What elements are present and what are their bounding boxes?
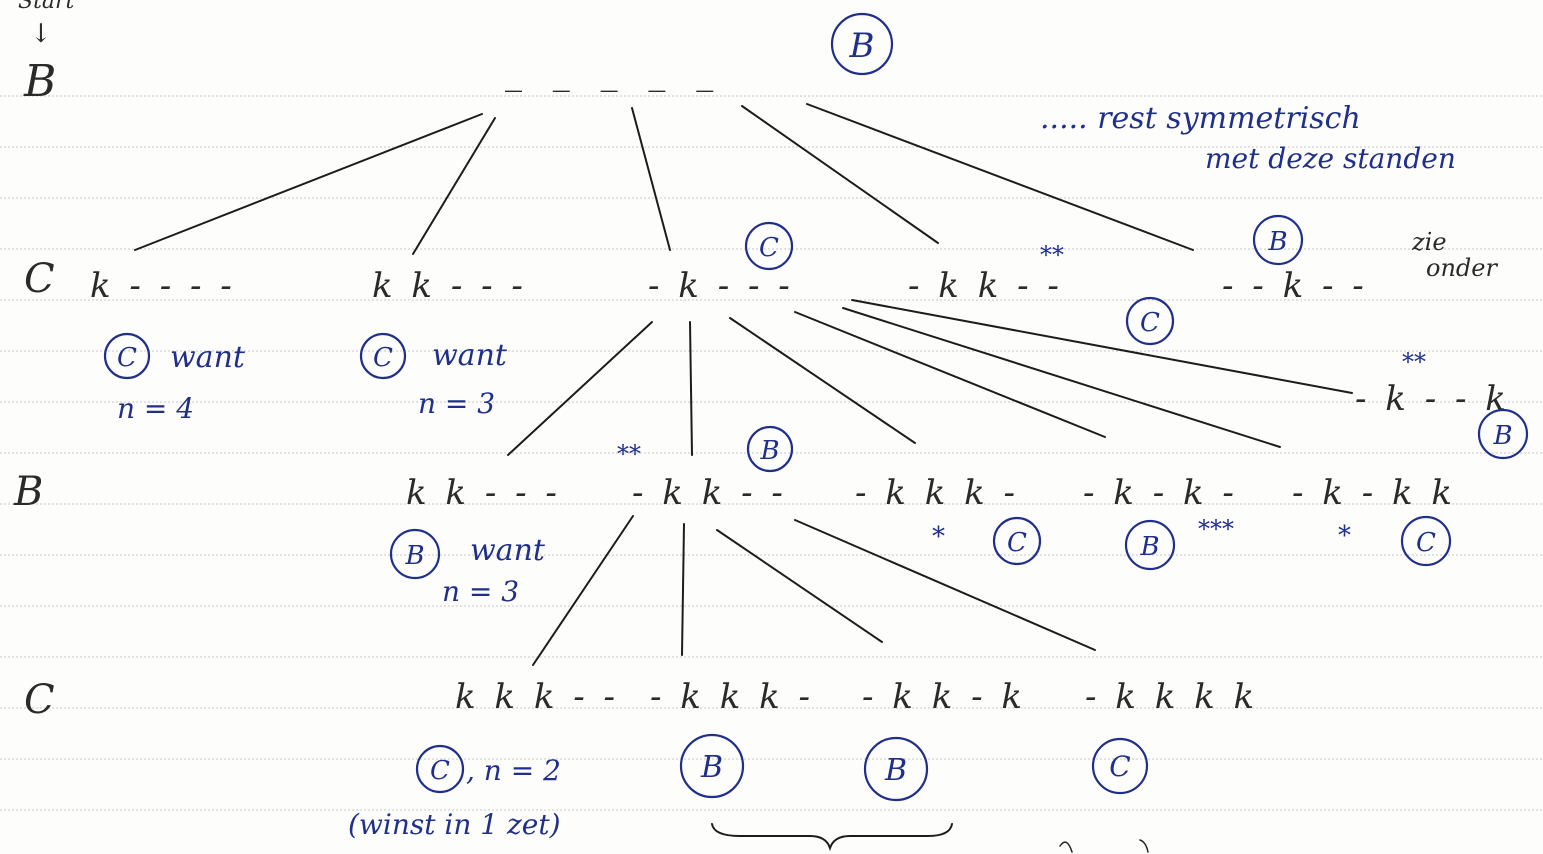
level1-node-1-state: k - - - - xyxy=(90,266,236,306)
level1-node-2-note1: want xyxy=(432,338,508,373)
level2-node-4-result: B xyxy=(1139,532,1159,562)
first-player-label: B xyxy=(23,56,56,107)
grouping-brace xyxy=(711,823,953,852)
cut-off-writing xyxy=(1059,839,1149,853)
level1-node-2-result: C xyxy=(373,343,393,373)
level2-node-6-result: B xyxy=(1492,421,1512,451)
level1-node-2-state: k k - - - xyxy=(372,266,527,306)
root-result: B xyxy=(849,26,875,66)
level3-node-3-result: B xyxy=(884,753,907,788)
level1-node-1-note2: n = 4 xyxy=(117,392,194,425)
level3-node-2-result: B xyxy=(700,750,723,785)
level2-node-2-state: - k k - - xyxy=(632,473,787,513)
level1-node-5-state: - - k - - xyxy=(1222,266,1368,306)
root-result-circle xyxy=(830,12,894,76)
level2-node-1-result-circle xyxy=(389,528,441,580)
level2-node-1-note1: want xyxy=(470,533,546,568)
level1-node-4-mark: ** xyxy=(1040,241,1064,269)
level3-node-4-state: - k k k k xyxy=(1085,677,1258,717)
level2-node-4-state: - k - k - xyxy=(1083,473,1238,513)
level2-node-1-state: k k - - - xyxy=(406,473,561,513)
level2-node-3-result-circle xyxy=(992,516,1042,566)
level3-node-1-result-circle xyxy=(415,744,465,794)
level2-node-2-result: B xyxy=(759,436,779,466)
ruled-lines xyxy=(0,95,1543,811)
level1-node-4-result-circle xyxy=(1125,296,1175,346)
level2-node-3-result: C xyxy=(1007,528,1027,558)
level2-node-2-mark: ** xyxy=(617,440,641,468)
level3-node-4-result-circle xyxy=(1091,737,1149,795)
edges-root xyxy=(134,103,1194,255)
see-below-note-1: zie xyxy=(1411,228,1447,256)
level-label-3: C xyxy=(24,677,55,723)
level1-node-3-result-circle xyxy=(744,221,794,271)
level1-node-2-result-circle xyxy=(359,332,407,380)
bottom-caption: (winst in 1 zet) xyxy=(348,808,561,841)
level2-node-4-result-circle xyxy=(1124,519,1176,571)
level1-node-1-note1: want xyxy=(170,340,246,375)
level1-node-2-note2: n = 3 xyxy=(418,387,495,420)
level2-node-1-result: B xyxy=(404,541,424,571)
level2-node-6-mark: ** xyxy=(1402,348,1426,376)
level1-node-3-state: - k - - - xyxy=(648,266,794,306)
root-state: _ _ _ _ _ xyxy=(505,53,723,93)
level2-node-6-result-circle xyxy=(1477,408,1529,460)
level3-node-3-result-circle xyxy=(863,736,929,802)
edges-level1-to-level2 xyxy=(507,299,1353,456)
level2-node-1-note2: n = 3 xyxy=(442,575,519,608)
level1-node-5-result: B xyxy=(1267,227,1287,257)
edges-level2-to-level3 xyxy=(532,515,1096,666)
symmetry-note-line2: met deze standen xyxy=(1205,142,1456,175)
start-arrow: ↓ xyxy=(30,19,52,49)
level3-node-2-result-circle xyxy=(679,733,745,799)
level3-node-3-state: - k k - k xyxy=(862,677,1026,717)
level1-node-4-state: - k k - - xyxy=(908,266,1063,306)
level1-node-4-result: C xyxy=(1140,308,1160,338)
level3-node-2-state: - k k k - xyxy=(650,677,814,717)
level2-node-3-state: - k k k - xyxy=(855,473,1019,513)
level2-node-5-state: - k - k k xyxy=(1292,473,1456,513)
level3-node-4-result: C xyxy=(1109,750,1130,783)
level2-node-3-mark: * xyxy=(932,522,945,552)
level1-node-1-result: C xyxy=(117,343,137,373)
level1-node-5-result-circle xyxy=(1252,214,1304,266)
symmetry-note-line1: ..... rest symmetrisch xyxy=(1040,101,1361,136)
level3-node-1-result: C xyxy=(430,756,450,786)
start-label: Start xyxy=(18,0,75,14)
see-below-note-2: onder xyxy=(1426,254,1498,282)
level2-node-5-result: C xyxy=(1416,528,1436,558)
level2-node-5-result-circle xyxy=(1400,515,1452,567)
level3-node-1-note1: , n = 2 xyxy=(466,754,561,787)
level3-node-1-state: k k k - - xyxy=(455,677,619,717)
level-label-1: C xyxy=(24,256,55,302)
level2-node-4-mark: *** xyxy=(1198,515,1234,543)
level2-node-5-mark: * xyxy=(1338,521,1351,551)
level1-node-3-result: C xyxy=(759,233,779,263)
level2-node-2-result-circle xyxy=(746,425,794,473)
level1-node-1-result-circle xyxy=(103,332,151,380)
level-label-2: B xyxy=(13,469,43,515)
level2-node-6-state: - k - - k xyxy=(1355,379,1510,419)
